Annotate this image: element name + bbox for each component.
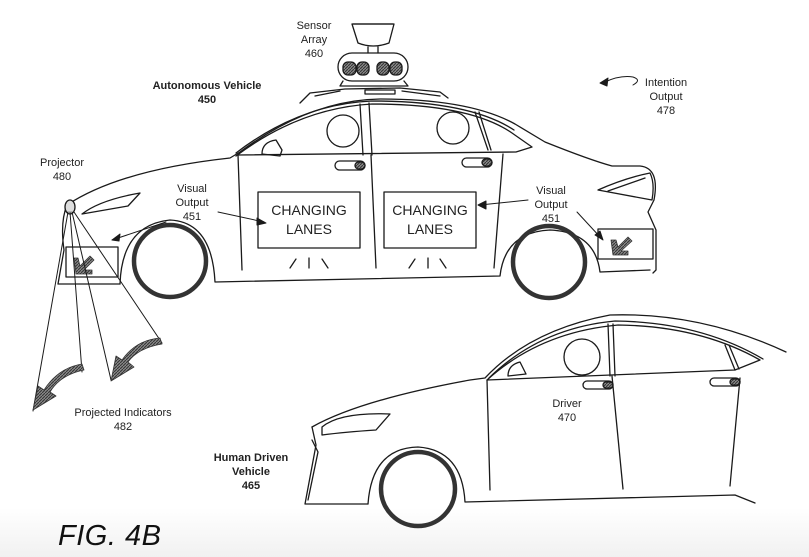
- visual-output-left-ref: 451: [182, 211, 202, 223]
- human-driven-vehicle-ref: 465: [241, 480, 261, 492]
- human-driven-vehicle-drawing: [304, 314, 787, 529]
- projected-indicators-ref: 482: [113, 421, 133, 433]
- autonomous-vehicle-label: Autonomous Vehicle 450: [142, 79, 272, 107]
- visual-output-right-ref: 451: [541, 213, 561, 225]
- visual-output-right-name: Visual: [536, 185, 566, 197]
- autonomous-vehicle-name: Autonomous Vehicle: [152, 80, 262, 92]
- autonomous-vehicle-drawing: [57, 87, 657, 301]
- projected-indicators-name: Projected Indicators: [74, 407, 172, 419]
- projected-indicators-label: Projected Indicators 482: [60, 406, 186, 434]
- driver-ref: 470: [557, 412, 577, 424]
- sensor-array-name-2: Array: [300, 34, 328, 46]
- driver-name: Driver: [552, 398, 582, 410]
- visual-output-left-name-2: Output: [175, 197, 209, 209]
- intention-output-label: Intention Output 478: [636, 76, 696, 118]
- projected-indicator-left: [32, 363, 85, 411]
- visual-output-right-name-2: Output: [534, 199, 568, 211]
- visual-output-left-name: Visual: [177, 183, 207, 195]
- projected-beams: [32, 211, 163, 412]
- projector-ref: 480: [52, 171, 72, 183]
- sign-rear-line2: LANES: [407, 221, 453, 237]
- sign-front-line2: LANES: [286, 221, 332, 237]
- human-driven-vehicle-name-2: Vehicle: [232, 466, 270, 478]
- projector-label: Projector 480: [30, 156, 94, 184]
- visual-output-right-arrow: [610, 236, 633, 256]
- changing-lanes-sign-rear: CHANGING LANES: [384, 201, 476, 239]
- autonomous-vehicle-ref: 450: [197, 94, 217, 106]
- intention-output-ref: 478: [656, 105, 676, 117]
- sensor-array-label: Sensor Array 460: [292, 19, 336, 61]
- projected-indicator-right: [110, 337, 163, 382]
- driver-label: Driver 470: [547, 397, 587, 425]
- figure-caption: FIG. 4B: [58, 520, 162, 552]
- leader-lines: [111, 76, 638, 242]
- sensor-array-name: Sensor: [296, 20, 332, 32]
- human-driven-vehicle-name: Human Driven: [213, 452, 289, 464]
- sign-front-line1: CHANGING: [271, 202, 347, 218]
- visual-output-left-label: Visual Output 451: [168, 182, 216, 224]
- sign-rear-line1: CHANGING: [392, 202, 468, 218]
- visual-output-right-label: Visual Output 451: [527, 184, 575, 226]
- changing-lanes-sign-front: CHANGING LANES: [258, 201, 360, 239]
- sensor-array: [337, 23, 409, 87]
- intention-output-name: Intention: [644, 77, 688, 89]
- projector-name: Projector: [39, 157, 85, 169]
- intention-output-name-2: Output: [649, 91, 683, 103]
- human-driven-vehicle-label: Human Driven Vehicle 465: [206, 451, 296, 493]
- sensor-array-ref: 460: [304, 48, 324, 60]
- page-footer-band: [0, 508, 809, 557]
